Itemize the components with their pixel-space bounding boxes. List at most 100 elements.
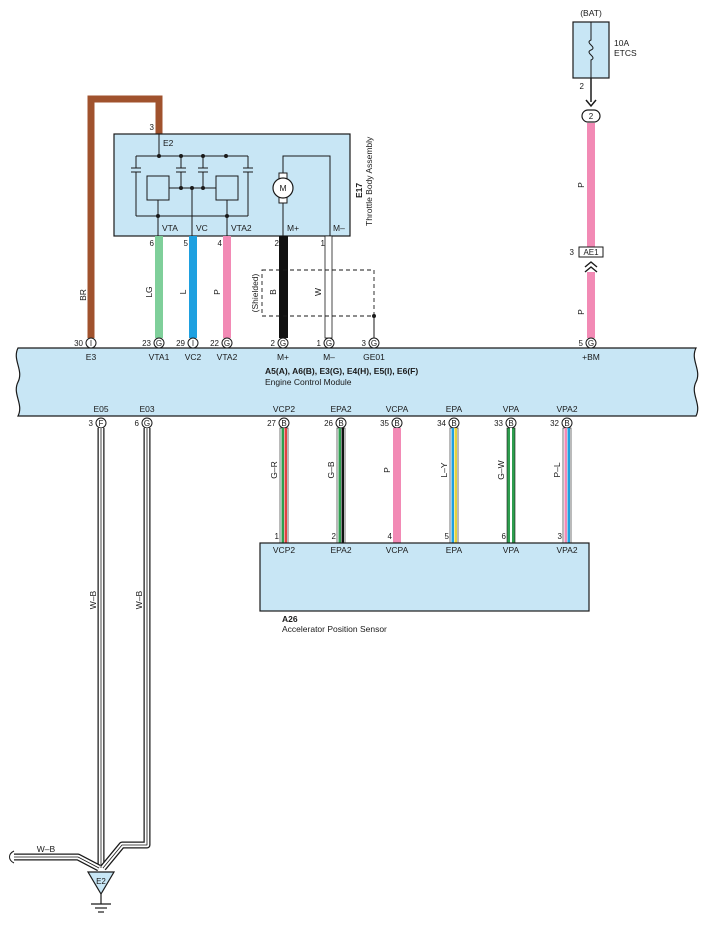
svg-text:32: 32: [550, 419, 559, 428]
bm-wire-top: [587, 123, 595, 247]
ecm-box: [15, 347, 699, 417]
svg-text:G: G: [144, 419, 150, 428]
motor-symbol: M: [279, 183, 286, 193]
aps-box: [259, 542, 590, 612]
ecm-name: Engine Control Module: [265, 377, 352, 387]
throttle-pin-vc: 5: [184, 239, 189, 248]
svg-text:I: I: [192, 339, 194, 348]
svg-text:I: I: [90, 339, 92, 348]
ecm-bottom-pin-vcpa: VCPA B 35: [380, 404, 409, 429]
throttle-e2-label: E2: [163, 138, 174, 148]
ground-icon: [91, 894, 111, 913]
svg-text:B: B: [564, 419, 569, 428]
sensor-wire-color-pl: P–L: [552, 462, 562, 477]
svg-text:VCPA: VCPA: [386, 404, 409, 414]
ecm-bottom-pin-epa2: EPA2 B 26: [324, 404, 352, 429]
ground-label: E2: [96, 877, 106, 886]
bm-connector-label: 2: [589, 112, 594, 121]
sensor-wire-p: [393, 428, 401, 543]
sensor-wire-gw: [506, 427, 516, 544]
throttle-pin-vta: 6: [150, 239, 155, 248]
ae1-label: AE1: [583, 248, 599, 257]
splice-chevron-icon: [584, 261, 598, 273]
throttle-name: Throttle Body Assembly: [364, 136, 374, 226]
b-wire: [279, 236, 288, 338]
aps-pin-vcpa: 4: [388, 532, 393, 541]
svg-text:29: 29: [176, 339, 185, 348]
aps-terminal-vcp2: VCP2: [273, 545, 295, 555]
svg-text:F: F: [99, 419, 104, 428]
svg-text:M–: M–: [323, 352, 335, 362]
svg-text:VC2: VC2: [185, 352, 202, 362]
shield-outline: [261, 269, 375, 317]
svg-text:G: G: [371, 339, 377, 348]
svg-text:B: B: [338, 419, 343, 428]
svg-text:GE01: GE01: [363, 352, 385, 362]
svg-text:VPA: VPA: [503, 404, 520, 414]
ground-triangle: [86, 871, 116, 896]
w-wire: [324, 235, 333, 339]
ecm-top-pin-vta1: G 23 VTA1: [142, 337, 170, 362]
aps-terminal-vcpa: VCPA: [386, 545, 409, 555]
ecm-top-pin-vta2: G 22 VTA2: [210, 337, 238, 362]
throttle-terminal-vta: VTA: [162, 223, 178, 233]
throttle-pin-mplus: 2: [275, 239, 280, 248]
svg-text:+BM: +BM: [582, 352, 600, 362]
svg-text:B: B: [281, 419, 286, 428]
fuse-pin: 2: [580, 82, 585, 91]
bm-connector: [581, 109, 601, 123]
svg-text:22: 22: [210, 339, 219, 348]
svg-text:B: B: [451, 419, 456, 428]
br-wire-color: BR: [78, 289, 88, 301]
svg-text:35: 35: [380, 419, 389, 428]
ecm-top-pin-bm: G 5 +BM: [579, 337, 600, 362]
svg-text:23: 23: [142, 339, 151, 348]
throttle-sensor-circuit: [131, 134, 253, 236]
svg-text:G: G: [326, 339, 332, 348]
ecm-bottom-pin-vpa: VPA B 33: [494, 404, 520, 429]
svg-text:G: G: [588, 339, 594, 348]
aps-terminal-epa2: EPA2: [330, 545, 351, 555]
throttle-pin-mminus: 1: [321, 239, 326, 248]
svg-text:3: 3: [362, 339, 367, 348]
aps-pin-vpa: 6: [502, 532, 507, 541]
throttle-terminal-mminus: M–: [333, 223, 345, 233]
svg-text:G: G: [280, 339, 286, 348]
svg-text:34: 34: [437, 419, 446, 428]
sensor-wire-ly: [449, 427, 459, 544]
shielded-label: (Shielded): [250, 273, 260, 312]
ecm-top-pin-vc2: I 29 VC2: [176, 337, 202, 362]
sensor-wire-gb: [336, 427, 346, 544]
ground-wire-color-e05: W–B: [88, 590, 98, 609]
svg-text:E05: E05: [93, 404, 108, 414]
sensor-wire-color-gb: G–B: [326, 461, 336, 478]
chevron-down-icon: [585, 99, 597, 108]
svg-text:EPA: EPA: [446, 404, 463, 414]
svg-text:B: B: [508, 419, 513, 428]
ground-branch-wire: [14, 853, 101, 872]
p-wire: [223, 236, 231, 338]
fuse-name: ETCS: [614, 48, 637, 58]
svg-text:G: G: [156, 339, 162, 348]
sensor-wire-color-gw: G–W: [496, 460, 506, 479]
svg-text:1: 1: [317, 339, 322, 348]
svg-text:E3: E3: [86, 352, 97, 362]
bm-wire-color-top: P: [576, 182, 586, 188]
svg-text:5: 5: [579, 339, 584, 348]
junction-dots: [156, 154, 229, 218]
ecm-top-pin-ge01: G 3 GE01: [362, 337, 385, 362]
lg-wire-color: LG: [144, 286, 154, 297]
aps-name: Accelerator Position Sensor: [282, 624, 387, 634]
bm-wire-color-bottom: P: [576, 309, 586, 315]
aps-terminal-vpa: VPA: [503, 545, 520, 555]
svg-text:VCP2: VCP2: [273, 404, 295, 414]
aps-pin-vpa2: 3: [558, 532, 563, 541]
svg-text:EPA2: EPA2: [330, 404, 351, 414]
throttle-terminal-vc: VC: [196, 223, 208, 233]
svg-text:3: 3: [89, 419, 94, 428]
aps-pin-epa: 5: [445, 532, 450, 541]
ecm-connectors: A5(A), A6(B), E3(G), E4(H), E5(I), E6(F): [265, 366, 418, 376]
ground-wire-color-e03: W–B: [134, 590, 144, 609]
aps-terminal-vpa2: VPA2: [556, 545, 577, 555]
